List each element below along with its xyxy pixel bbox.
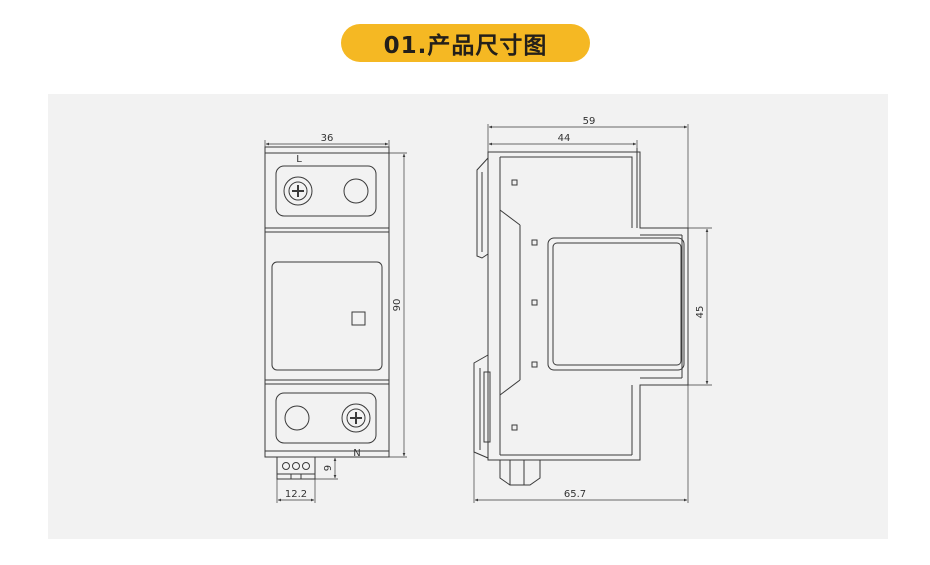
dim-label-terminal-width-12-2: 12.2	[285, 489, 307, 500]
front-body-outline	[264, 146, 390, 458]
bottom-screw-icon	[341, 403, 371, 433]
front-window	[271, 261, 383, 371]
drawing-panel	[48, 94, 888, 539]
dim-label-depth-44: 44	[558, 133, 571, 144]
section-title-badge: 01.产品尺寸图	[341, 24, 590, 62]
front-view	[264, 140, 407, 503]
top-terminal-hole	[343, 178, 369, 204]
din-clip-top	[476, 157, 489, 259]
dim-label-terminal-height-9: 9	[323, 465, 334, 471]
dim-label-base-65-7: 65.7	[564, 489, 586, 500]
section-title: 01.产品尺寸图	[383, 33, 548, 59]
indicator-square	[351, 311, 366, 326]
side-body-outline	[487, 151, 689, 461]
terminal-label-l: L	[296, 154, 302, 165]
terminal-label-n: N	[353, 448, 360, 459]
din-clip-bottom	[473, 354, 489, 459]
bottom-terminal-hole	[284, 405, 310, 431]
dim-label-depth-59: 59	[583, 116, 596, 127]
top-screw-icon	[283, 176, 313, 206]
aux-terminal-block	[276, 456, 316, 480]
side-view	[473, 124, 712, 503]
dim-label-height-90: 90	[392, 299, 403, 312]
side-window	[547, 237, 685, 371]
dim-label-window-45: 45	[695, 306, 706, 319]
dim-label-width-36: 36	[321, 133, 334, 144]
